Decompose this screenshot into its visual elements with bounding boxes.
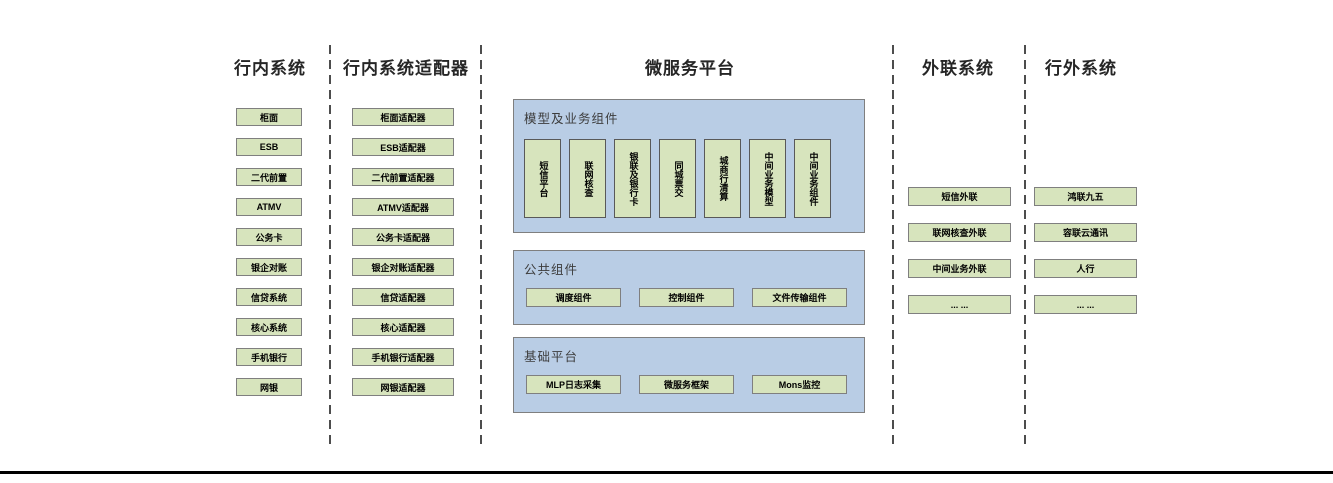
component-box: 中间业务组件 (794, 139, 831, 218)
system-box: ATMV (236, 198, 302, 216)
panel-model-business-components: 模型及业务组件 短信平台 联网核查 银联及银行卡 同城票交 城商行清算 中间业务… (513, 99, 865, 233)
system-box: 二代前置 (236, 168, 302, 186)
outside-system-box: 容联云通讯 (1034, 223, 1137, 242)
adapter-box: 核心适配器 (352, 318, 454, 336)
adapter-box: 二代前置适配器 (352, 168, 454, 186)
component-box: MLP日志采集 (526, 375, 621, 394)
vertical-component-row: 短信平台 联网核查 银联及银行卡 同城票交 城商行清算 中间业务模型 中间业务组… (524, 139, 831, 218)
adapter-box: 信贷适配器 (352, 288, 454, 306)
bottom-rule (0, 471, 1333, 474)
component-box: 同城票交 (659, 139, 696, 218)
adapter-box: 手机银行适配器 (352, 348, 454, 366)
column-divider (1024, 45, 1026, 445)
panel-label: 公共组件 (524, 263, 579, 277)
adapter-box: 公务卡适配器 (352, 228, 454, 246)
component-box: 微服务框架 (639, 375, 734, 394)
system-box: 网银 (236, 378, 302, 396)
system-box: 核心系统 (236, 318, 302, 336)
external-link-box: 联网核查外联 (908, 223, 1011, 242)
component-box: 控制组件 (639, 288, 734, 307)
panel-base-platform: 基础平台 MLP日志采集 微服务框架 Mons监控 (513, 337, 865, 413)
adapter-box: 银企对账适配器 (352, 258, 454, 276)
system-box: 公务卡 (236, 228, 302, 246)
column-header-internal-systems: 行内系统 (234, 59, 306, 78)
system-box: 银企对账 (236, 258, 302, 276)
system-box: 柜面 (236, 108, 302, 126)
external-link-box: 短信外联 (908, 187, 1011, 206)
component-box: Mons监控 (752, 375, 847, 394)
column-header-outside-systems: 行外系统 (1045, 59, 1117, 78)
component-box: 联网核查 (569, 139, 606, 218)
column-divider (480, 45, 482, 445)
component-box: 文件传输组件 (752, 288, 847, 307)
component-box: 中间业务模型 (749, 139, 786, 218)
system-box: 信贷系统 (236, 288, 302, 306)
external-link-box: 中间业务外联 (908, 259, 1011, 278)
adapter-box: ATMV适配器 (352, 198, 454, 216)
panel-label: 模型及业务组件 (524, 112, 619, 126)
component-box: 短信平台 (524, 139, 561, 218)
column-divider (329, 45, 331, 445)
system-box: ESB (236, 138, 302, 156)
column-header-microservice-platform: 微服务平台 (645, 59, 735, 78)
outside-system-box: 人行 (1034, 259, 1137, 278)
internal-systems-list: 柜面 ESB 二代前置 ATMV 公务卡 银企对账 信贷系统 核心系统 手机银行… (236, 108, 302, 396)
system-box: 手机银行 (236, 348, 302, 366)
component-box: 银联及银行卡 (614, 139, 651, 218)
panel-label: 基础平台 (524, 350, 579, 364)
external-link-box: ... ... (908, 295, 1011, 314)
internal-adapters-list: 柜面适配器 ESB适配器 二代前置适配器 ATMV适配器 公务卡适配器 银企对账… (352, 108, 454, 396)
outside-system-box: ... ... (1034, 295, 1137, 314)
component-row: MLP日志采集 微服务框架 Mons监控 (526, 375, 847, 394)
column-header-internal-adapters: 行内系统适配器 (343, 59, 469, 78)
column-divider (892, 45, 894, 445)
adapter-box: 柜面适配器 (352, 108, 454, 126)
adapter-box: ESB适配器 (352, 138, 454, 156)
component-row: 调度组件 控制组件 文件传输组件 (526, 288, 847, 307)
adapter-box: 网银适配器 (352, 378, 454, 396)
panel-common-components: 公共组件 调度组件 控制组件 文件传输组件 (513, 250, 865, 325)
outside-system-box: 鸿联九五 (1034, 187, 1137, 206)
component-box: 调度组件 (526, 288, 621, 307)
outside-systems-list: 鸿联九五 容联云通讯 人行 ... ... (1034, 187, 1137, 314)
column-header-external-link-systems: 外联系统 (922, 59, 994, 78)
external-link-systems-list: 短信外联 联网核查外联 中间业务外联 ... ... (908, 187, 1011, 314)
component-box: 城商行清算 (704, 139, 741, 218)
